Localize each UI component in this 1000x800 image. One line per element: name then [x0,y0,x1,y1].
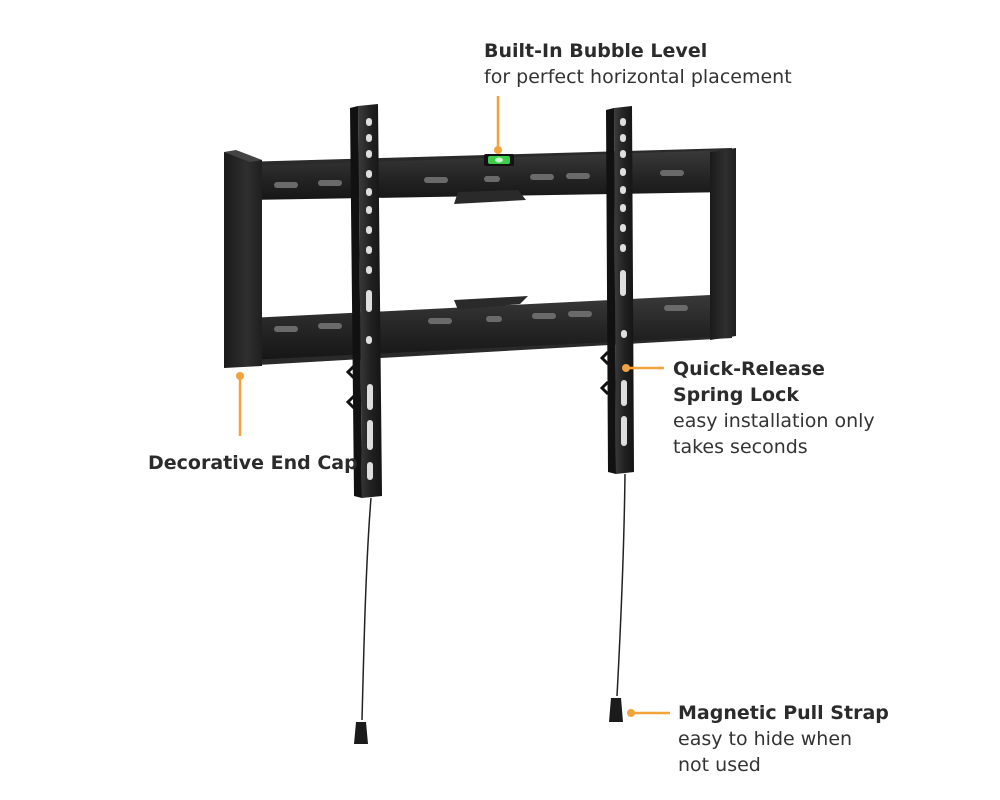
leader-pull-strap [627,709,670,717]
callout-description-line1: easy to hide when [678,728,853,750]
leader-end-cap [236,372,244,436]
decorative-end-cap [224,150,262,368]
callout-title: Decorative End Cap [148,452,358,474]
callout-title-line1: Quick-Release [673,358,825,380]
callout-pull-strap: Magnetic Pull Strap easy to hide when no… [678,700,889,778]
pull-strap-right [609,473,626,722]
wall-plate [240,148,736,366]
callout-title: Built-In Bubble Level [484,40,708,62]
leader-spring-lock [622,364,664,372]
callout-description-line2: takes seconds [673,436,808,458]
callout-title-line2: Spring Lock [673,384,799,406]
callout-spring-lock: Quick-Release Spring Lock easy installat… [673,356,875,460]
pull-strap-left [354,497,372,744]
callout-title: Magnetic Pull Strap [678,702,889,724]
callout-description: for perfect horizontal placement [484,66,792,88]
callout-leaders [236,96,670,717]
right-vertical-arm [599,106,634,474]
leader-bubble-level [494,96,502,154]
left-vertical-arm [345,104,382,498]
callout-description-line1: easy installation only [673,410,875,432]
bubble-level [484,154,514,166]
callout-bubble-level: Built-In Bubble Level for perfect horizo… [484,38,792,90]
callout-description-line2: not used [678,754,761,776]
callout-end-cap: Decorative End Cap [148,450,358,476]
